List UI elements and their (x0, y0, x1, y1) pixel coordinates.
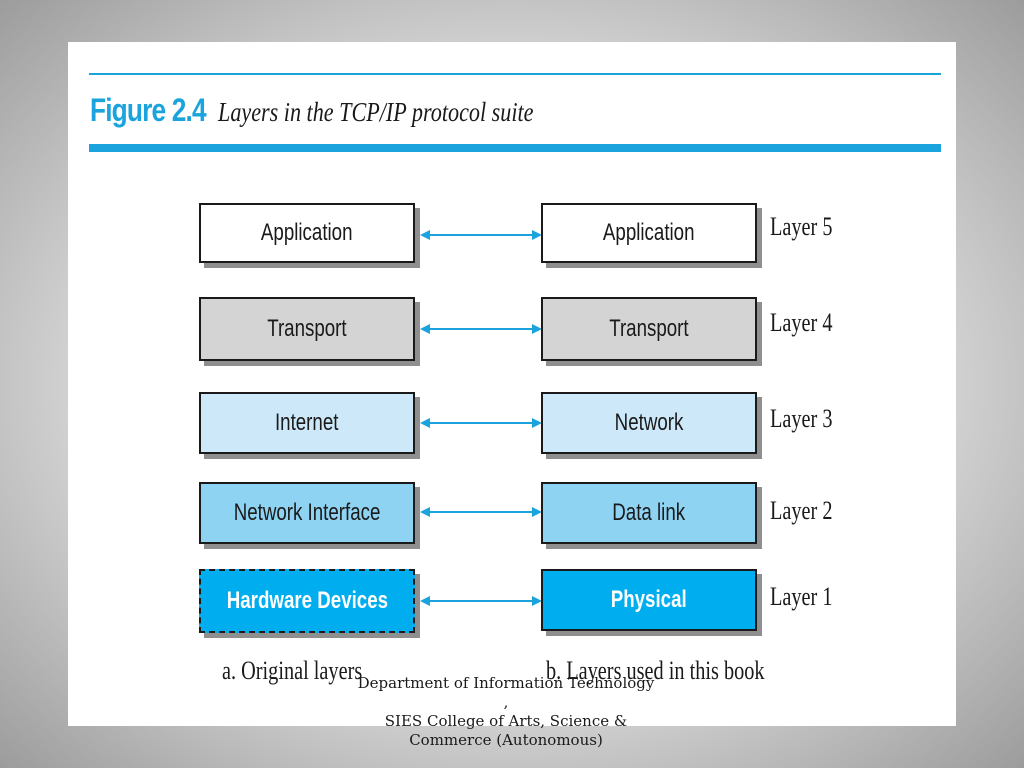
footer: Department of Information Technology , S… (356, 674, 656, 750)
original-layer-application: Application (199, 203, 415, 263)
layer-3-label: Layer 3 (770, 404, 833, 433)
layer-4-label: Layer 4 (770, 308, 833, 337)
book-layer-label: Data link (612, 499, 686, 526)
original-layer-label: Hardware Devices (226, 587, 388, 614)
layer-arrow (420, 596, 542, 606)
original-layer-label: Network Interface (233, 499, 381, 526)
book-layer-label: Physical (611, 586, 687, 613)
original-layer-label: Transport (267, 315, 347, 342)
layer-arrow (420, 418, 542, 428)
footer-college: SIES College of Arts, Science & (384, 712, 628, 730)
original-layer-internet: Internet (199, 392, 415, 454)
layer-1-label: Layer 1 (770, 582, 833, 611)
layer-arrow (420, 507, 542, 517)
original-layers-caption: a. Original layers (222, 656, 363, 685)
book-layer-network: Network (541, 392, 757, 454)
figure-label: Figure 2.4 (90, 92, 207, 128)
layer-arrow (420, 230, 542, 240)
original-layer-hardware-devices: Hardware Devices (199, 569, 415, 633)
book-layer-label: Transport (609, 315, 689, 342)
book-layers-caption: b. Layers used in this book (546, 656, 765, 685)
original-layer-label: Application (261, 219, 353, 246)
slide: Figure 2.4 Layers in the TCP/IP protocol… (68, 42, 956, 726)
footer-comma: , (503, 693, 509, 711)
book-layer-label: Application (603, 219, 695, 246)
layer-arrow (420, 324, 542, 334)
top-rule (89, 73, 941, 75)
original-layer-label: Internet (275, 409, 339, 436)
layer-2-label: Layer 2 (770, 496, 833, 525)
figure-caption: Layers in the TCP/IP protocol suite (218, 97, 534, 127)
book-layer-transport: Transport (541, 297, 757, 361)
footer-department: Department of Information Technology (357, 674, 655, 692)
original-layer-transport: Transport (199, 297, 415, 361)
caption-rule (89, 144, 941, 152)
footer-commerce: Commerce (Autonomous) (409, 731, 603, 749)
book-layer-data-link: Data link (541, 482, 757, 544)
book-layer-application: Application (541, 203, 757, 263)
book-layer-label: Network (614, 409, 684, 436)
book-layer-physical: Physical (541, 569, 757, 631)
original-layer-network-interface: Network Interface (199, 482, 415, 544)
layer-5-label: Layer 5 (770, 212, 833, 241)
